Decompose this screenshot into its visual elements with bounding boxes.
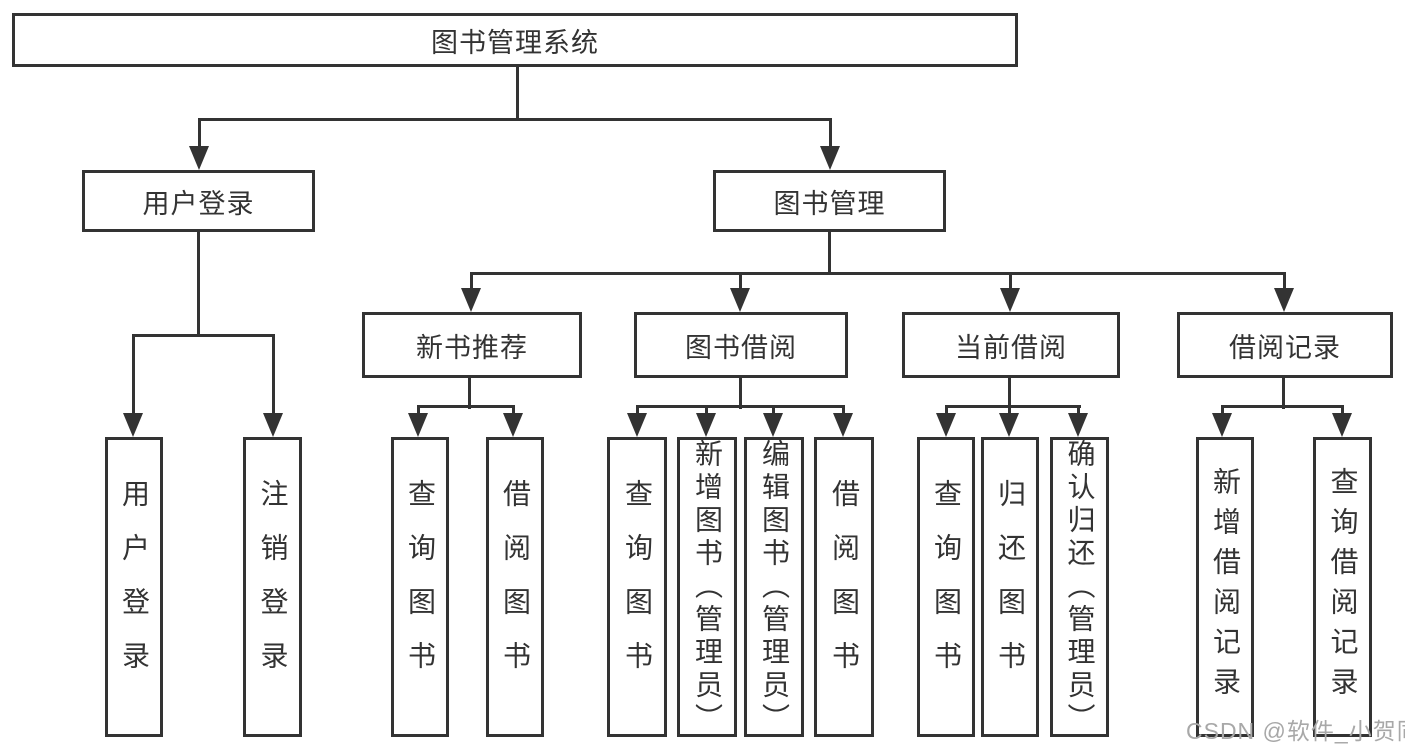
leaf-user-login: 用户登录 — [105, 437, 163, 737]
edge-line — [739, 272, 742, 290]
edge-line — [1009, 272, 1012, 290]
edge-line — [516, 64, 519, 120]
edge-line — [945, 405, 948, 415]
arrow-down-icon — [696, 413, 716, 437]
leaf-borrow-query: 查询图书 — [607, 437, 667, 737]
edge-line — [132, 334, 135, 416]
edge-line — [636, 405, 639, 415]
node-current-borrow-label: 当前借阅 — [955, 332, 1067, 363]
edge-line — [828, 229, 831, 275]
edge-line — [945, 405, 1081, 408]
leaf-current-query-label: 查询图书 — [931, 479, 962, 695]
node-user-login: 用户登录 — [82, 170, 315, 232]
node-book-borrow: 图书借阅 — [634, 312, 848, 378]
arrow-down-icon — [123, 413, 143, 437]
edge-line — [198, 118, 832, 121]
leaf-current-return-label: 归还图书 — [995, 479, 1026, 695]
leaf-borrow-borrow-label: 借阅图书 — [829, 479, 860, 695]
edge-line — [468, 375, 471, 409]
edge-line — [198, 118, 201, 150]
node-new-book-recommend-label: 新书推荐 — [416, 332, 528, 363]
node-current-borrow: 当前借阅 — [902, 312, 1120, 378]
edge-line — [417, 405, 515, 408]
edge-line — [1283, 272, 1286, 290]
edge-line — [1221, 405, 1224, 415]
leaf-newbook-query-label: 查询图书 — [405, 479, 436, 695]
edge-line — [1341, 405, 1344, 415]
arrow-down-icon — [833, 413, 853, 437]
leaf-borrow-add-admin-label: 新增图书（管理员） — [692, 438, 723, 736]
arrow-down-icon — [408, 413, 428, 437]
edge-line — [636, 405, 845, 408]
edge-line — [1008, 405, 1011, 415]
leaf-newbook-borrow: 借阅图书 — [486, 437, 544, 737]
edge-line — [470, 272, 473, 290]
edge-line — [1077, 405, 1080, 415]
arrow-down-icon — [627, 413, 647, 437]
leaf-newbook-query: 查询图书 — [391, 437, 449, 737]
arrow-down-icon — [461, 288, 481, 312]
edge-line — [512, 405, 515, 415]
leaf-current-return: 归还图书 — [981, 437, 1039, 737]
leaf-borrow-edit-admin: 编辑图书（管理员） — [744, 437, 804, 737]
leaf-current-confirm-admin-label: 确认归还（管理员） — [1064, 438, 1096, 736]
arrow-down-icon — [730, 288, 750, 312]
leaf-newbook-borrow-label: 借阅图书 — [500, 479, 531, 695]
node-book-management-label: 图书管理 — [773, 188, 886, 219]
arrow-down-icon — [1212, 413, 1232, 437]
leaf-record-add: 新增借阅记录 — [1196, 437, 1254, 737]
leaf-borrow-edit-admin-label: 编辑图书（管理员） — [759, 438, 790, 736]
node-book-management: 图书管理 — [713, 170, 946, 232]
leaf-borrow-add-admin: 新增图书（管理员） — [677, 437, 737, 737]
edge-line — [1221, 405, 1344, 408]
leaf-current-query: 查询图书 — [917, 437, 975, 737]
edge-line — [132, 334, 275, 337]
leaf-current-confirm-admin: 确认归还（管理员） — [1050, 437, 1109, 737]
leaf-record-query-label: 查询借阅记录 — [1327, 467, 1359, 707]
edge-line — [272, 334, 275, 416]
node-borrow-records-label: 借阅记录 — [1229, 332, 1341, 363]
leaf-borrow-borrow: 借阅图书 — [814, 437, 874, 737]
node-book-borrow-label: 图书借阅 — [685, 332, 797, 363]
leaf-user-login-label: 用户登录 — [119, 479, 150, 695]
edge-line — [772, 405, 775, 415]
edge-line — [417, 405, 420, 415]
arrow-down-icon — [263, 413, 283, 437]
edge-line — [705, 405, 708, 415]
node-root-label: 图书管理系统 — [431, 27, 599, 58]
node-user-login-label: 用户登录 — [142, 188, 255, 219]
edge-line — [1282, 375, 1285, 409]
edge-line — [842, 405, 845, 415]
node-borrow-records: 借阅记录 — [1177, 312, 1393, 378]
arrow-down-icon — [936, 413, 956, 437]
node-new-book-recommend: 新书推荐 — [362, 312, 582, 378]
leaf-borrow-query-label: 查询图书 — [622, 479, 653, 695]
csdn-watermark: CSDN @软件_小贺同学 — [1186, 718, 1405, 744]
arrow-down-icon — [1332, 413, 1352, 437]
arrow-down-icon — [1274, 288, 1294, 312]
edge-line — [739, 375, 742, 409]
arrow-down-icon — [999, 413, 1019, 437]
arrow-down-icon — [1000, 288, 1020, 312]
leaf-logout: 注销登录 — [243, 437, 302, 737]
arrow-down-icon — [1068, 413, 1088, 437]
leaf-record-add-label: 新增借阅记录 — [1210, 467, 1241, 707]
leaf-record-query: 查询借阅记录 — [1313, 437, 1372, 737]
arrow-down-icon — [189, 146, 209, 170]
arrow-down-icon — [503, 413, 523, 437]
edge-line — [470, 272, 1286, 275]
edge-line — [829, 118, 832, 150]
arrow-down-icon — [763, 413, 783, 437]
arrow-down-icon — [820, 146, 840, 170]
edge-line — [197, 229, 200, 337]
edge-line — [1008, 375, 1011, 409]
leaf-logout-label: 注销登录 — [257, 479, 289, 695]
node-root: 图书管理系统 — [12, 13, 1018, 67]
